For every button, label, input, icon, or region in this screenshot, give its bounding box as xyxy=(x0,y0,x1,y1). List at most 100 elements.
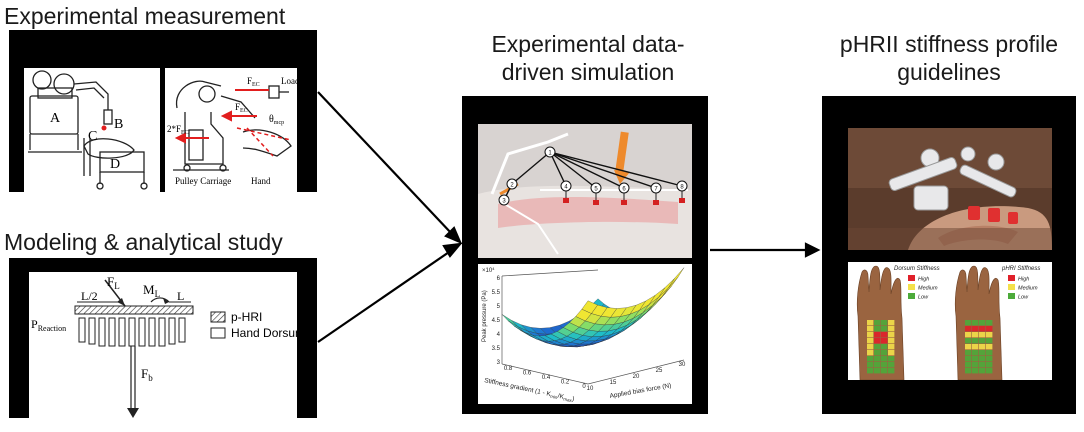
theta-mcp-label: θmcp xyxy=(269,114,284,126)
x-tick-label: 25 xyxy=(656,368,663,374)
arrow-modeling-to-simulation xyxy=(317,249,453,343)
stiffness-cell xyxy=(979,368,986,374)
guidelines-title: pHRII stiffness profile guidelines xyxy=(822,30,1076,86)
force-arrow xyxy=(615,131,629,173)
two-fec-label: 2*FEC xyxy=(167,124,189,136)
stiffness-cell xyxy=(881,326,888,332)
pulley-carriage-label: Pulley Carriage xyxy=(175,176,231,186)
stiffness-cell xyxy=(979,344,986,350)
stiffness-cell xyxy=(888,326,895,332)
legend-swatch xyxy=(908,275,915,281)
model-node xyxy=(560,180,572,192)
stiffness-cell xyxy=(979,320,986,326)
z-tick-label: 5.5 xyxy=(492,290,501,296)
legend-swatch xyxy=(908,293,915,299)
stiffness-cell xyxy=(979,332,986,338)
model-node xyxy=(544,146,556,158)
fb-label: Fb xyxy=(141,366,153,383)
measurement-panel: A B C D xyxy=(9,30,317,192)
stiffness-cell xyxy=(979,350,986,356)
hand-right xyxy=(954,265,1003,380)
z-axis-label: Peak pressure (Pa) xyxy=(482,290,488,342)
stiffness-cell xyxy=(986,344,993,350)
stiffness-cell xyxy=(965,350,972,356)
model-node-label: 5 xyxy=(594,187,598,193)
label-c: C xyxy=(88,129,97,144)
model-node-label: 4 xyxy=(564,185,568,191)
stiffness-cell xyxy=(874,338,881,344)
stiffness-cell xyxy=(979,362,986,368)
fec-mid-label: FEC xyxy=(235,102,248,114)
ml-label: ML xyxy=(143,282,160,299)
stiffness-cell xyxy=(867,350,874,356)
modeling-panel: FL ML L/2 L PReaction Fb xyxy=(9,258,317,418)
exoskeleton-photo xyxy=(848,128,1052,250)
stiffness-cell xyxy=(979,326,986,332)
apparatus-drawing: A B C D xyxy=(24,68,160,192)
stiffness-cell xyxy=(986,362,993,368)
modeling-title: Modeling & analytical study xyxy=(4,229,283,255)
legend-phri-label: p-HRI xyxy=(231,310,262,324)
model-node-label: 3 xyxy=(502,199,506,205)
y-tick-label: 0.4 xyxy=(542,375,551,381)
node-marker xyxy=(621,200,627,205)
legend-level-label: High xyxy=(918,277,929,283)
stiffness-cell xyxy=(874,368,881,374)
stiffness-cell xyxy=(881,362,888,368)
stiffness-cell xyxy=(888,368,895,374)
label-a: A xyxy=(50,111,61,126)
legend-swatch xyxy=(1008,284,1015,290)
stiffness-cell xyxy=(874,362,881,368)
stiffness-cell xyxy=(874,332,881,338)
model-node-label: 1 xyxy=(548,151,552,157)
stiffness-cell xyxy=(874,344,881,350)
y-tick-label: 0 xyxy=(582,384,586,390)
simulation-title-line1: Experimental data- xyxy=(491,31,685,57)
legend-phri-swatch xyxy=(210,311,226,323)
stiffness-cell xyxy=(986,332,993,338)
guidelines-title-line2: guidelines xyxy=(897,59,1001,85)
stiffness-cell xyxy=(874,356,881,362)
stiffness-cell xyxy=(867,338,874,344)
model-node xyxy=(676,180,688,192)
model-link xyxy=(549,151,625,189)
simulation-title: Experimental data- driven simulation xyxy=(468,30,708,86)
modeling-diagram: FL ML L/2 L PReaction Fb xyxy=(29,272,297,418)
fec-top-label: FEC xyxy=(247,76,260,88)
stiffness-cell xyxy=(972,350,979,356)
stiffness-cell xyxy=(867,356,874,362)
stiffness-cell xyxy=(986,320,993,326)
stiffness-cell xyxy=(881,356,888,362)
legend-swatch xyxy=(908,284,915,290)
y-tick-label: 0.8 xyxy=(504,366,513,372)
stiffness-cell xyxy=(986,356,993,362)
stiffness-cell xyxy=(965,368,972,374)
stiffness-cell xyxy=(888,350,895,356)
y-tick-label: 0.2 xyxy=(561,380,570,386)
hand-left xyxy=(856,265,905,380)
model-node xyxy=(618,182,630,194)
x-tick-label: 10 xyxy=(587,386,594,392)
stiffness-cell xyxy=(888,320,895,326)
label-b: B xyxy=(114,117,123,132)
stiffness-cell xyxy=(867,320,874,326)
label-d: D xyxy=(110,157,120,172)
half-length-label: L/2 xyxy=(81,289,98,303)
loadcell-label: Loadcell xyxy=(281,76,297,86)
z-tick-label: 4.5 xyxy=(492,318,501,324)
stiffness-cell xyxy=(874,320,881,326)
stiffness-cell xyxy=(979,338,986,344)
legend-level-label: Low xyxy=(918,295,929,301)
legend-swatch xyxy=(1008,293,1015,299)
arrowhead-measurement xyxy=(444,226,463,245)
stiffness-cell xyxy=(986,326,993,332)
x-tick-label: 15 xyxy=(610,380,617,386)
stiffness-cell xyxy=(965,338,972,344)
